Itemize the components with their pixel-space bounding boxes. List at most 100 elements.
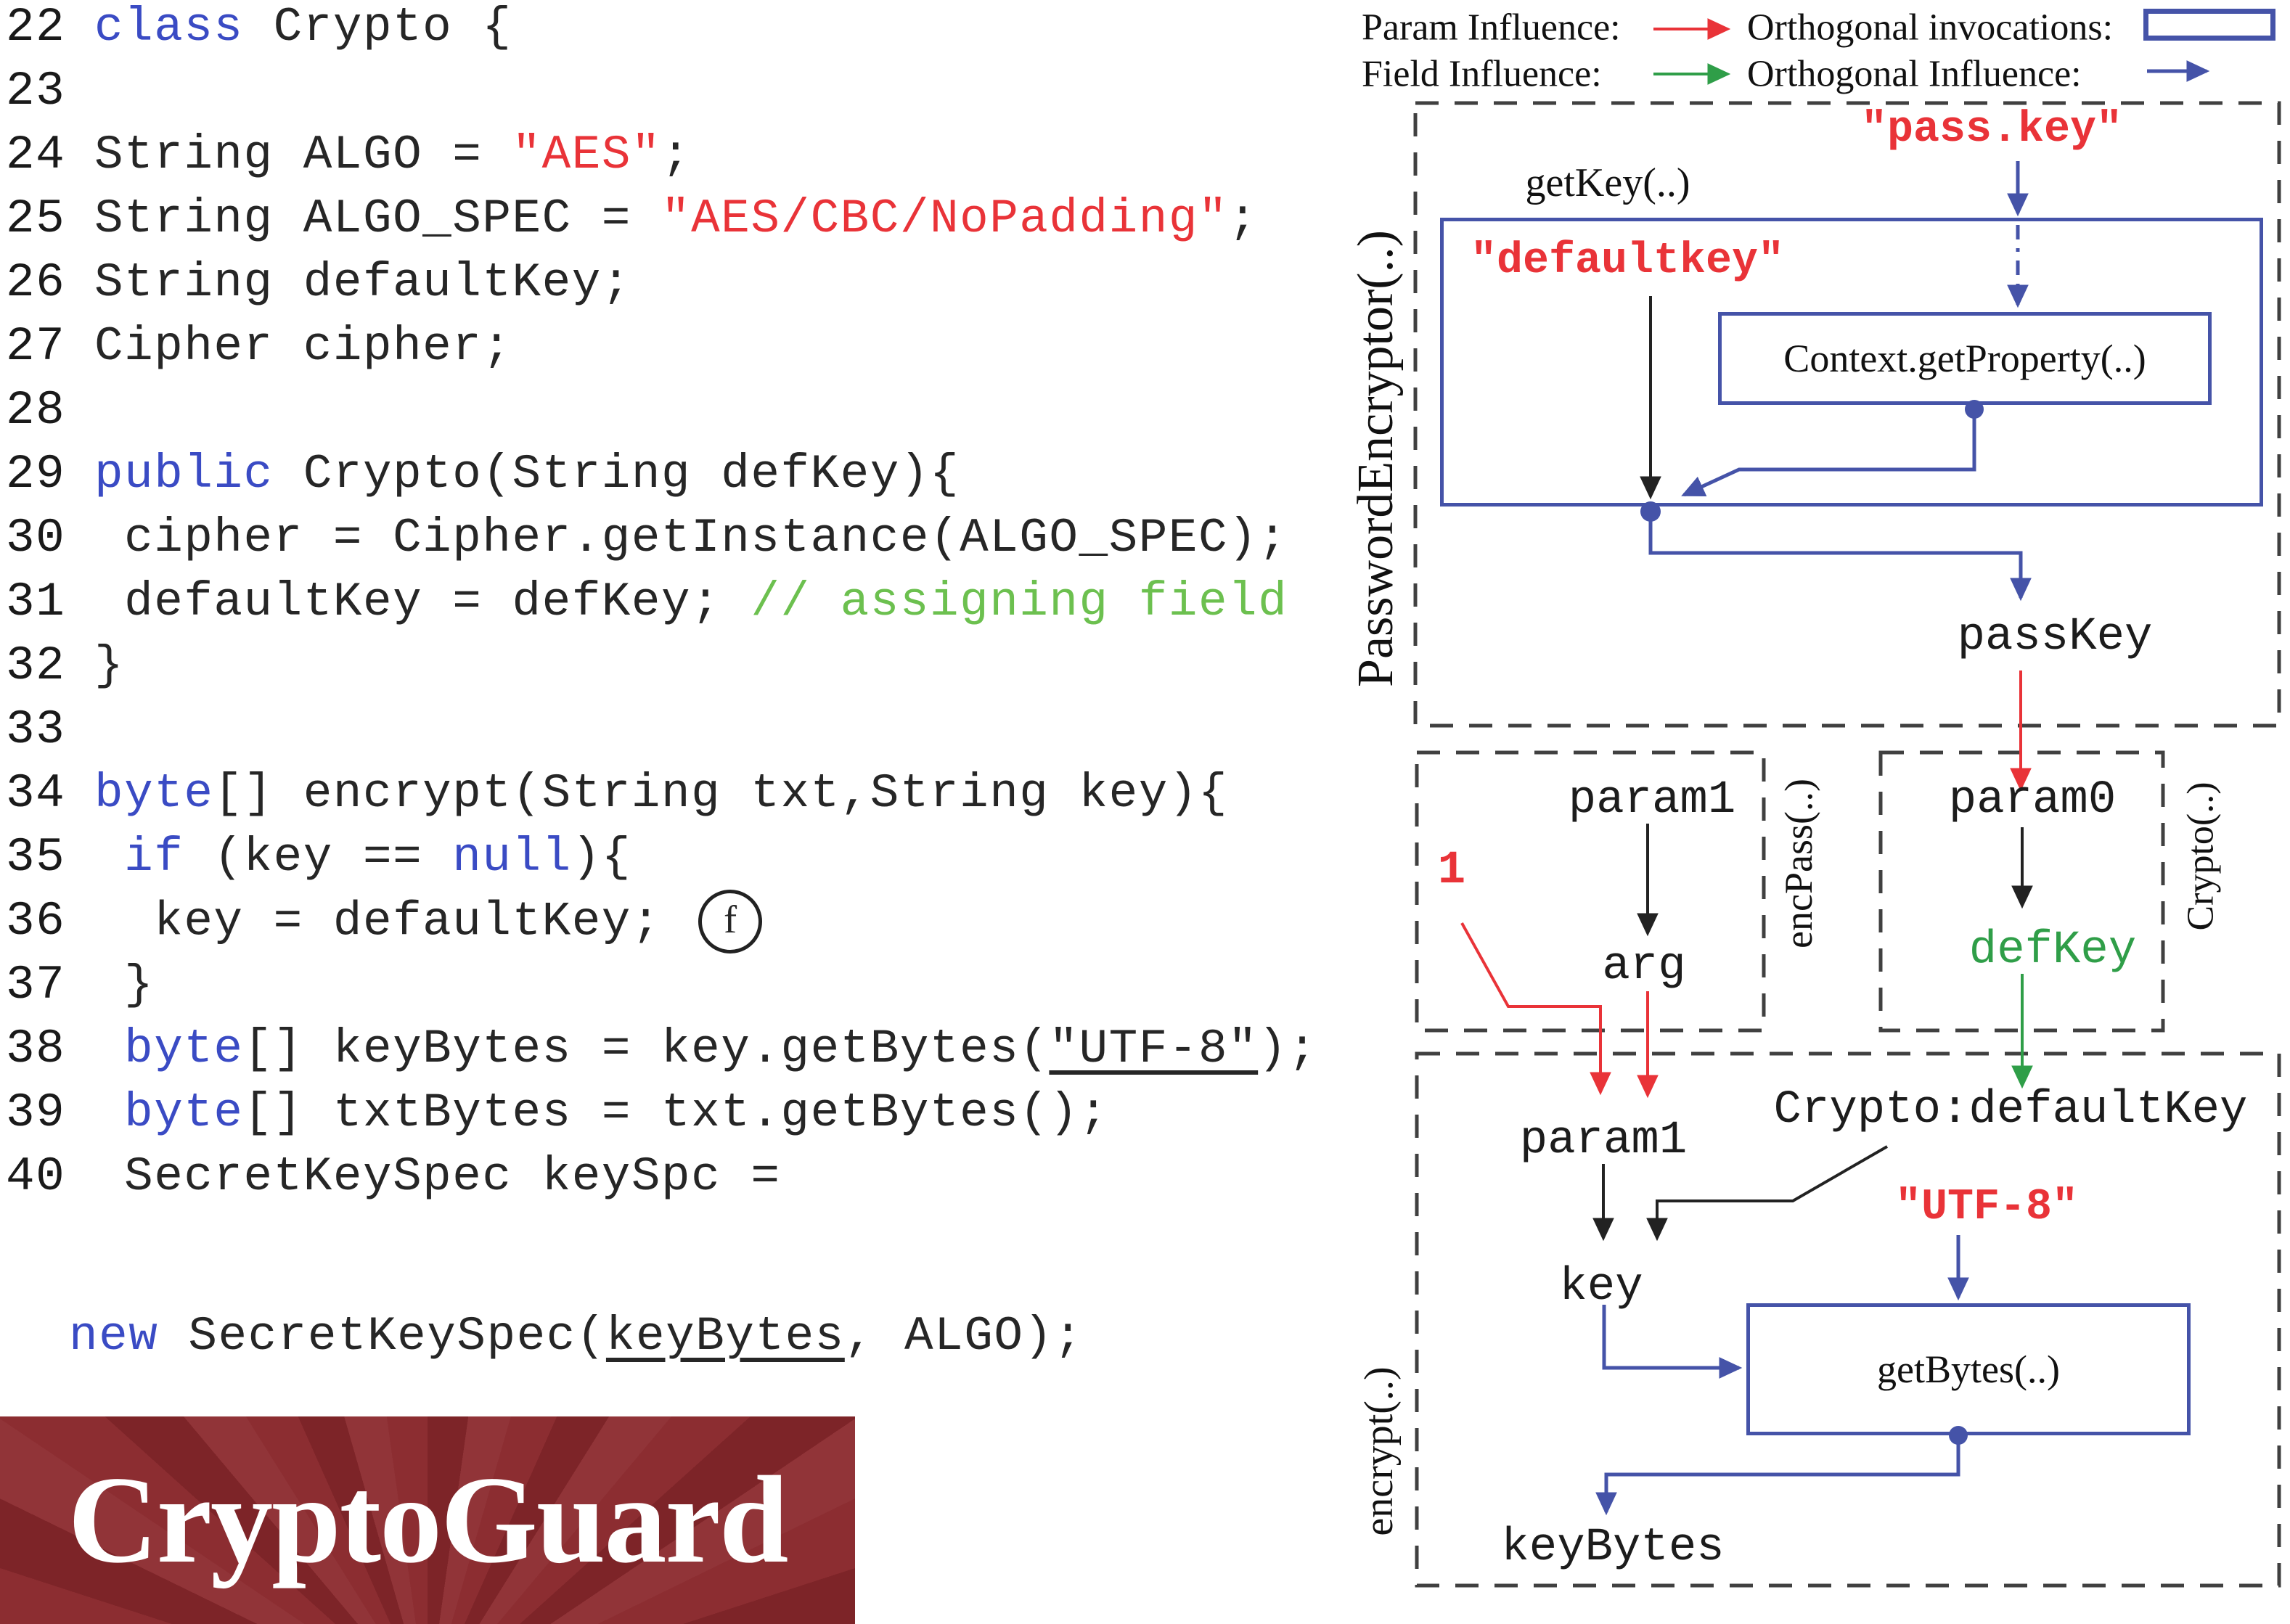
passkey-variable: passKey bbox=[1957, 611, 2153, 663]
line-number: 33 bbox=[6, 702, 66, 757]
code-line-28: 28 bbox=[6, 379, 1317, 443]
junction-to-passkey-connector bbox=[1648, 512, 2032, 602]
encrypt-scope-label: encrypt(..) bbox=[1357, 1366, 1402, 1536]
code-line-39: 39 byte[] txtBytes = txt.getBytes(); bbox=[6, 1081, 1317, 1145]
code-segment: "AES" bbox=[512, 128, 662, 182]
code-line-37: 37 } bbox=[6, 954, 1317, 1017]
code-segment: String defaultKey; bbox=[94, 255, 631, 310]
code-line-40: 40 SecretKeySpec keySpc = bbox=[6, 1145, 1317, 1209]
line-number: 39 bbox=[6, 1086, 66, 1140]
encrypt-keybytes: keyBytes bbox=[1501, 1522, 1725, 1574]
code-segment: byte bbox=[124, 1086, 244, 1140]
line-number: 29 bbox=[6, 447, 66, 501]
code-segment: byte bbox=[124, 1022, 244, 1076]
code-segment: [] txtBytes = txt.getBytes(); bbox=[243, 1086, 1109, 1140]
key-to-getbytes-connector bbox=[1602, 1305, 1743, 1379]
field-assignment-circle-marker: f bbox=[698, 890, 763, 954]
getkey-caption: getKey(..) bbox=[1525, 160, 1690, 205]
code-segment: "AES/CBC/NoPadding" bbox=[661, 192, 1229, 246]
getbytes-to-keybytes-connector bbox=[1595, 1435, 1960, 1516]
legend-field-influence-label: Field Influence: bbox=[1362, 53, 1602, 95]
code-segment: Crypto { bbox=[243, 0, 512, 54]
getbytes-invocation-label: getBytes(..) bbox=[1877, 1348, 2060, 1391]
line-number: 26 bbox=[6, 255, 66, 310]
code-segment: Cipher cipher; bbox=[94, 319, 512, 374]
code-segment: ){ bbox=[571, 830, 631, 885]
context-getproperty-box: Context.getProperty(..) bbox=[1718, 312, 2212, 405]
line-number: 27 bbox=[6, 319, 66, 374]
pass-key-literal: "pass.key" bbox=[1860, 105, 2123, 155]
code-segment: if bbox=[124, 830, 184, 885]
code-segment: // assigning field bbox=[751, 575, 1288, 629]
code-segment: byte bbox=[94, 766, 214, 821]
getbytes-invocation-box: getBytes(..) bbox=[1746, 1303, 2191, 1435]
code-segment: ; bbox=[661, 128, 692, 182]
code-segment: String ALGO_SPEC = bbox=[94, 192, 662, 246]
line-number: 35 bbox=[6, 830, 66, 885]
encpass-scope-label: encPass(..) bbox=[1777, 779, 1820, 948]
code-segment: } bbox=[94, 639, 125, 693]
line-number: 22 bbox=[6, 0, 66, 54]
line-number: 31 bbox=[6, 575, 66, 629]
line-number: 24 bbox=[6, 128, 66, 182]
code-segment: SecretKeySpec keySpc = bbox=[94, 1149, 781, 1204]
password-encryptor-scope-box bbox=[1413, 101, 2281, 728]
const-one: 1 bbox=[1437, 845, 1466, 897]
legend-orthogonal-invocations-label: Orthogonal invocations: bbox=[1747, 7, 2114, 49]
line-number: 37 bbox=[6, 958, 66, 1012]
code-segment: (key == bbox=[184, 830, 453, 885]
line-number: 32 bbox=[6, 639, 66, 693]
code-segment: cipher = Cipher.getInstance(ALGO_SPEC); bbox=[94, 511, 1288, 565]
code-line-36: 36 key = defaultKey; f bbox=[6, 890, 1317, 954]
encpass-scope-box bbox=[1415, 750, 1766, 1033]
code-segment: key = defaultKey; bbox=[94, 894, 692, 949]
utf8-literal: "UTF-8" bbox=[1894, 1183, 2079, 1232]
cryptoguard-logo-text: CryptoGuard bbox=[68, 1451, 789, 1589]
line-number: 23 bbox=[6, 64, 66, 118]
crypto-param0: param0 bbox=[1948, 774, 2117, 827]
encrypt-param1: param1 bbox=[1519, 1115, 1688, 1167]
code-line-31: 31 defaultKey = defKey; // assigning fie… bbox=[6, 570, 1317, 634]
getbytes-output-dot bbox=[1949, 1426, 1968, 1445]
context-getproperty-label: Context.getProperty(..) bbox=[1783, 337, 2146, 380]
const-one-to-param1-arrow bbox=[1460, 922, 1611, 1096]
legend-orthogonal-invocations-sample-box bbox=[2143, 9, 2275, 41]
crypto-defkey: defKey bbox=[1968, 924, 2137, 977]
code-segment: } bbox=[94, 958, 155, 1012]
code-segment: SecretKeySpec( bbox=[158, 1309, 606, 1363]
line-number: 28 bbox=[6, 383, 66, 438]
code-segment: new bbox=[69, 1309, 159, 1363]
code-segment: [] keyBytes = key.getBytes( bbox=[243, 1022, 1050, 1076]
code-line-38: 38 byte[] keyBytes = key.getBytes("UTF-8… bbox=[6, 1017, 1317, 1081]
code-line-26: 26 String defaultKey; bbox=[6, 251, 1317, 315]
code-segment: Crypto(String defKey){ bbox=[273, 447, 960, 501]
code-line-22: 22 class Crypto { bbox=[6, 0, 1317, 60]
code-segment: defaultKey = defKey; bbox=[94, 575, 751, 629]
getkey-junction-dot bbox=[1640, 501, 1661, 522]
line-number: 36 bbox=[6, 894, 66, 949]
line-number: 34 bbox=[6, 766, 66, 821]
code-line-24: 24 String ALGO = "AES"; bbox=[6, 123, 1317, 187]
code-line-23: 23 bbox=[6, 60, 1317, 123]
crypto-scope-box bbox=[1878, 750, 2165, 1033]
code-segment: ; bbox=[1228, 192, 1259, 246]
context-return-connector bbox=[1681, 409, 1976, 497]
code-line-32: 32} bbox=[6, 634, 1317, 698]
code-segment: String ALGO = bbox=[94, 128, 512, 182]
code-line-33: 33 bbox=[6, 698, 1317, 762]
cryptoguard-logo: CryptoGuard bbox=[0, 1416, 855, 1624]
legend-orthogonal-influence-label: Orthogonal Influence: bbox=[1747, 53, 2082, 95]
code-segment: ); bbox=[1258, 1022, 1318, 1076]
code-segment: class bbox=[94, 0, 244, 54]
code-segment: , ALGO); bbox=[844, 1309, 1084, 1363]
getkey-invocation-box bbox=[1440, 218, 2263, 507]
encrypt-key: key bbox=[1559, 1261, 1643, 1313]
encrypt-crypto-defaultkey: Crypto:defaultKey bbox=[1773, 1084, 2248, 1136]
code-line-35: 35 if (key == null){ bbox=[6, 826, 1317, 890]
encpass-param1: param1 bbox=[1568, 774, 1736, 827]
